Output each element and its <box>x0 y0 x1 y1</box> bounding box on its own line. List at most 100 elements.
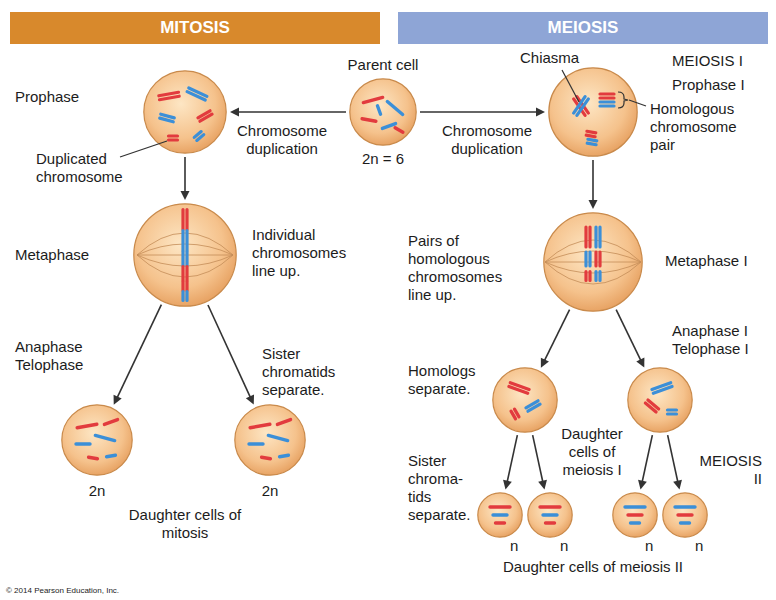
annotation: Daughter cells of meiosis I <box>552 425 632 479</box>
arrowhead <box>230 108 239 117</box>
cell-membrane <box>549 68 637 156</box>
arrowhead <box>503 480 512 490</box>
arrow <box>533 435 547 489</box>
cell-membrane <box>62 405 132 475</box>
cell <box>627 367 693 433</box>
cell-outline <box>527 492 573 538</box>
cell-outline <box>349 78 417 146</box>
stage-label: Prophase <box>15 88 125 106</box>
annotation: MEIOSIS II <box>690 452 762 488</box>
cell: 2n <box>61 404 133 476</box>
cell: n <box>477 492 523 538</box>
stage-label: n <box>560 537 580 555</box>
cell-membrane <box>134 204 236 306</box>
header-band: MITOSIS <box>10 12 380 44</box>
cell: n <box>527 492 573 538</box>
annotation: Sister chromatids separate. <box>262 345 362 399</box>
stage-label: 2n <box>72 482 122 500</box>
arrowhead <box>114 395 122 405</box>
description-label: 2n = 6 <box>333 150 433 168</box>
header-text: MEIOSIS <box>398 18 768 37</box>
annotation: Homologs separate. <box>408 362 498 398</box>
cell-outline <box>492 367 558 433</box>
chromosomes <box>574 94 614 145</box>
stage-label: Metaphase <box>15 246 125 264</box>
annotation: Homologous chromosome pair <box>650 100 760 154</box>
cell-outline <box>612 492 658 538</box>
chromosomes <box>675 507 695 523</box>
chromosomes <box>159 88 212 140</box>
arrowhead <box>181 191 190 200</box>
arrow <box>616 310 644 368</box>
edge-label: Chromosome duplication <box>432 122 542 158</box>
chromosomes <box>249 420 291 459</box>
arrowhead <box>541 358 549 368</box>
arrow <box>114 305 162 405</box>
annotation: Daughter cells of mitosis <box>125 506 245 542</box>
cell: MetaphaseIndividual chromosomes line up. <box>133 203 237 307</box>
annotation: © 2014 Pearson Education, Inc. <box>6 586 206 596</box>
cell-membrane <box>663 493 707 537</box>
cell-membrane <box>478 493 522 537</box>
stage-label: 2n <box>245 482 295 500</box>
cell: Prophase <box>143 70 227 154</box>
annotation: Chiasma <box>520 49 600 67</box>
leader-line <box>629 100 646 106</box>
arrow <box>589 160 598 209</box>
cell-outline <box>234 404 306 476</box>
chromosomes <box>509 383 540 419</box>
chromosomes <box>362 97 403 132</box>
arrow-shaft <box>117 305 161 398</box>
arrow <box>503 435 517 489</box>
arrow <box>420 108 545 117</box>
cell-outline <box>143 70 227 154</box>
annotation: Anaphase Telophase <box>15 338 115 374</box>
arrow <box>638 435 652 489</box>
chromosomes <box>76 420 118 459</box>
annotation: Duplicated chromosome <box>36 150 156 186</box>
stage-label: Metaphase I <box>665 252 765 270</box>
arrow <box>541 310 570 368</box>
arrowhead <box>589 200 598 209</box>
arrow-shaft <box>544 310 569 361</box>
cell <box>492 367 558 433</box>
chromosomes <box>625 507 645 523</box>
arrowhead <box>638 480 647 490</box>
arrow-shaft <box>616 310 641 361</box>
cell-outline <box>543 212 643 312</box>
cell-membrane <box>613 493 657 537</box>
arrowhead <box>673 480 682 490</box>
arrow-shaft <box>533 435 543 482</box>
header-band: MEIOSIS <box>398 12 768 44</box>
arrow <box>668 435 682 489</box>
arrow <box>208 305 254 405</box>
chromosomes <box>645 383 676 414</box>
arrowhead <box>246 395 254 405</box>
annotation: Anaphase I Telophase I <box>672 322 772 358</box>
annotation: MEIOSIS I <box>672 52 772 70</box>
cell: 2n <box>234 404 306 476</box>
cell-membrane <box>628 368 692 432</box>
stage-label: n <box>510 537 530 555</box>
cell-outline <box>662 492 708 538</box>
cell: n <box>612 492 658 538</box>
cell-membrane <box>144 71 226 153</box>
cell-outline <box>477 492 523 538</box>
arrowhead <box>536 108 545 117</box>
arrow-shaft <box>642 435 652 482</box>
cell: Prophase I <box>548 67 638 157</box>
arrow <box>230 108 346 117</box>
cell-membrane <box>544 213 642 311</box>
arrow-shaft <box>238 111 346 113</box>
arrow-shaft <box>592 160 594 201</box>
cell-membrane <box>350 79 416 145</box>
cell-outline <box>548 67 638 157</box>
arrow-shaft <box>208 305 250 397</box>
chromosomes <box>490 507 510 523</box>
stage-label: Parent cell <box>323 56 443 74</box>
cell-outline <box>133 203 237 307</box>
description-label: Pairs of homologous chromosomes line up. <box>408 232 520 304</box>
leader-line <box>562 70 579 102</box>
annotation: Daughter cells of meiosis II <box>483 558 703 576</box>
